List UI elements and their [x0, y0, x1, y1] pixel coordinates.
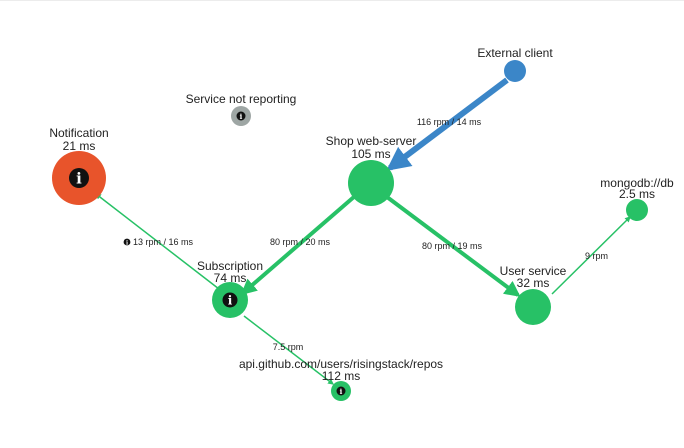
- node-latency: 2.5 ms: [619, 187, 655, 201]
- edge-label: 9 rpm: [585, 251, 608, 261]
- edge-line: [385, 195, 521, 297]
- edge-shop-to-subscription[interactable]: 80 rpm / 20 ms: [240, 194, 357, 296]
- node-latency: 105 ms: [351, 147, 390, 161]
- node-mongodb[interactable]: mongodb://db 2.5 ms: [600, 176, 674, 221]
- node-circle: [626, 199, 648, 221]
- node-name: Notification: [49, 126, 108, 140]
- node-latency: 112 ms: [322, 369, 360, 383]
- info-icon-glyph: i: [228, 294, 233, 308]
- edge-line: [243, 315, 334, 385]
- node-github-api[interactable]: api.github.com/users/risingstack/repos 1…: [239, 357, 443, 401]
- edge-user-service-to-mongodb[interactable]: 9 rpm: [551, 216, 631, 295]
- node-shop-web-server[interactable]: Shop web-server 105 ms: [326, 134, 417, 206]
- info-icon-glyph: i: [76, 170, 82, 188]
- edge-subscription-to-github[interactable]: 7.5 rpm: [243, 315, 334, 385]
- node-notification[interactable]: Notification 21 ms i: [49, 126, 109, 205]
- info-icon: [222, 292, 238, 308]
- top-divider: [0, 0, 684, 1]
- node-name: Shop web-server: [326, 134, 417, 148]
- info-icon: [236, 111, 246, 121]
- node-latency: 32 ms: [517, 276, 550, 290]
- node-circle: [515, 289, 551, 325]
- edge-info-icon: [123, 238, 131, 246]
- edge-label: 116 rpm / 14 ms: [417, 117, 482, 127]
- edge-client-to-shop[interactable]: 116 rpm / 14 ms: [386, 77, 509, 171]
- node-name: mongodb://db: [600, 176, 674, 190]
- edge-line: [386, 77, 509, 171]
- edge-label: 80 rpm / 20 ms: [270, 237, 331, 247]
- edge-line: [240, 194, 357, 296]
- node-name: User service: [500, 264, 567, 278]
- node-external-client[interactable]: External client: [477, 46, 553, 82]
- edge-line: [551, 216, 631, 295]
- node-circle: [348, 160, 394, 206]
- edge-label: 13 rpm / 16 ms: [133, 237, 194, 247]
- node-user-service[interactable]: User service 32 ms: [500, 264, 567, 325]
- node-name: api.github.com/users/risingstack/repos: [239, 357, 443, 371]
- node-name: Subscription: [197, 259, 263, 273]
- node-name: Service not reporting: [186, 92, 297, 106]
- edge-line: [95, 193, 220, 290]
- edge-subscription-to-notification[interactable]: i 13 rpm / 16 ms: [95, 193, 220, 290]
- info-icon-glyph: i: [340, 387, 343, 396]
- node-subscription[interactable]: Subscription 74 ms i: [197, 259, 263, 318]
- edge-info-icon-glyph: i: [126, 240, 128, 246]
- edge-shop-to-user-service[interactable]: 80 rpm / 19 ms: [385, 195, 521, 297]
- info-icon: [336, 386, 346, 396]
- edge-label: 7.5 rpm: [273, 342, 304, 352]
- edge-label: 80 rpm / 19 ms: [422, 241, 483, 251]
- info-icon: [69, 168, 89, 188]
- node-service-not-reporting[interactable]: Service not reporting i: [186, 92, 297, 126]
- node-circle: [504, 60, 526, 82]
- node-latency: 21 ms: [63, 139, 96, 153]
- node-latency: 74 ms: [214, 271, 247, 285]
- info-icon-glyph: i: [240, 112, 243, 121]
- node-name: External client: [477, 46, 553, 60]
